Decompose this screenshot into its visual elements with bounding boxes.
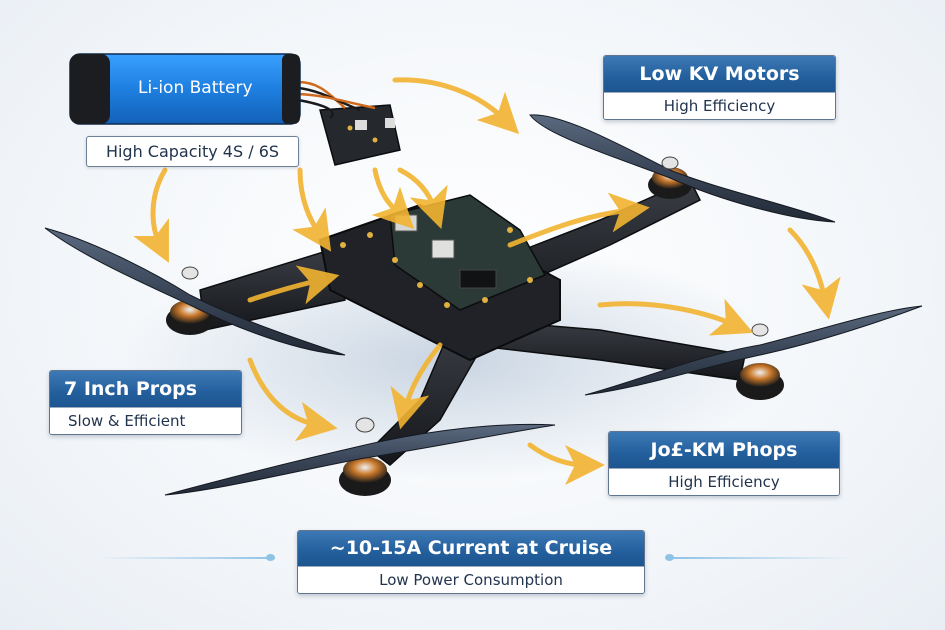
callout-current-at-cruise: ~10-15A Current at Cruise Low Power Cons… (297, 530, 645, 594)
decorative-dot-left (266, 554, 275, 561)
callout-title: 7 Inch Props (50, 371, 241, 407)
prop-motor-rear-left (164, 417, 556, 496)
decorative-line-left (95, 557, 275, 559)
callout-7-inch-props: 7 Inch Props Slow & Efficient (49, 370, 242, 435)
prop-motor-front-right (529, 114, 836, 223)
callout-subtitle: Slow & Efficient (50, 407, 241, 434)
battery-wires (297, 80, 376, 119)
callout-subtitle: High Efficiency (604, 92, 835, 119)
flow-arrows (133, 77, 841, 485)
callout-title: ~10-15A Current at Cruise (298, 531, 644, 566)
callout-props-high-efficiency: Jo£-KM Phops High Efficiency (608, 431, 840, 496)
callout-subtitle: Low Power Consumption (298, 566, 644, 593)
esc-board (319, 104, 401, 166)
prop-motor-rear-right (584, 305, 923, 400)
frame-body (318, 194, 561, 362)
decorative-dot-right (665, 554, 674, 561)
callout-title: Low KV Motors (604, 56, 835, 92)
callout-title: Jo£-KM Phops (609, 432, 839, 468)
battery-label: Li-ion Battery (138, 78, 253, 98)
battery-caption-text: High Capacity 4S / 6S (105, 142, 280, 161)
callout-subtitle: High Efficiency (609, 468, 839, 495)
callout-low-kv-motors: Low KV Motors High Efficiency (603, 55, 836, 120)
prop-motor-left (44, 227, 346, 356)
battery-caption: High Capacity 4S / 6S (86, 136, 299, 167)
decorative-line-right (672, 557, 852, 559)
battery-pack (69, 53, 301, 125)
